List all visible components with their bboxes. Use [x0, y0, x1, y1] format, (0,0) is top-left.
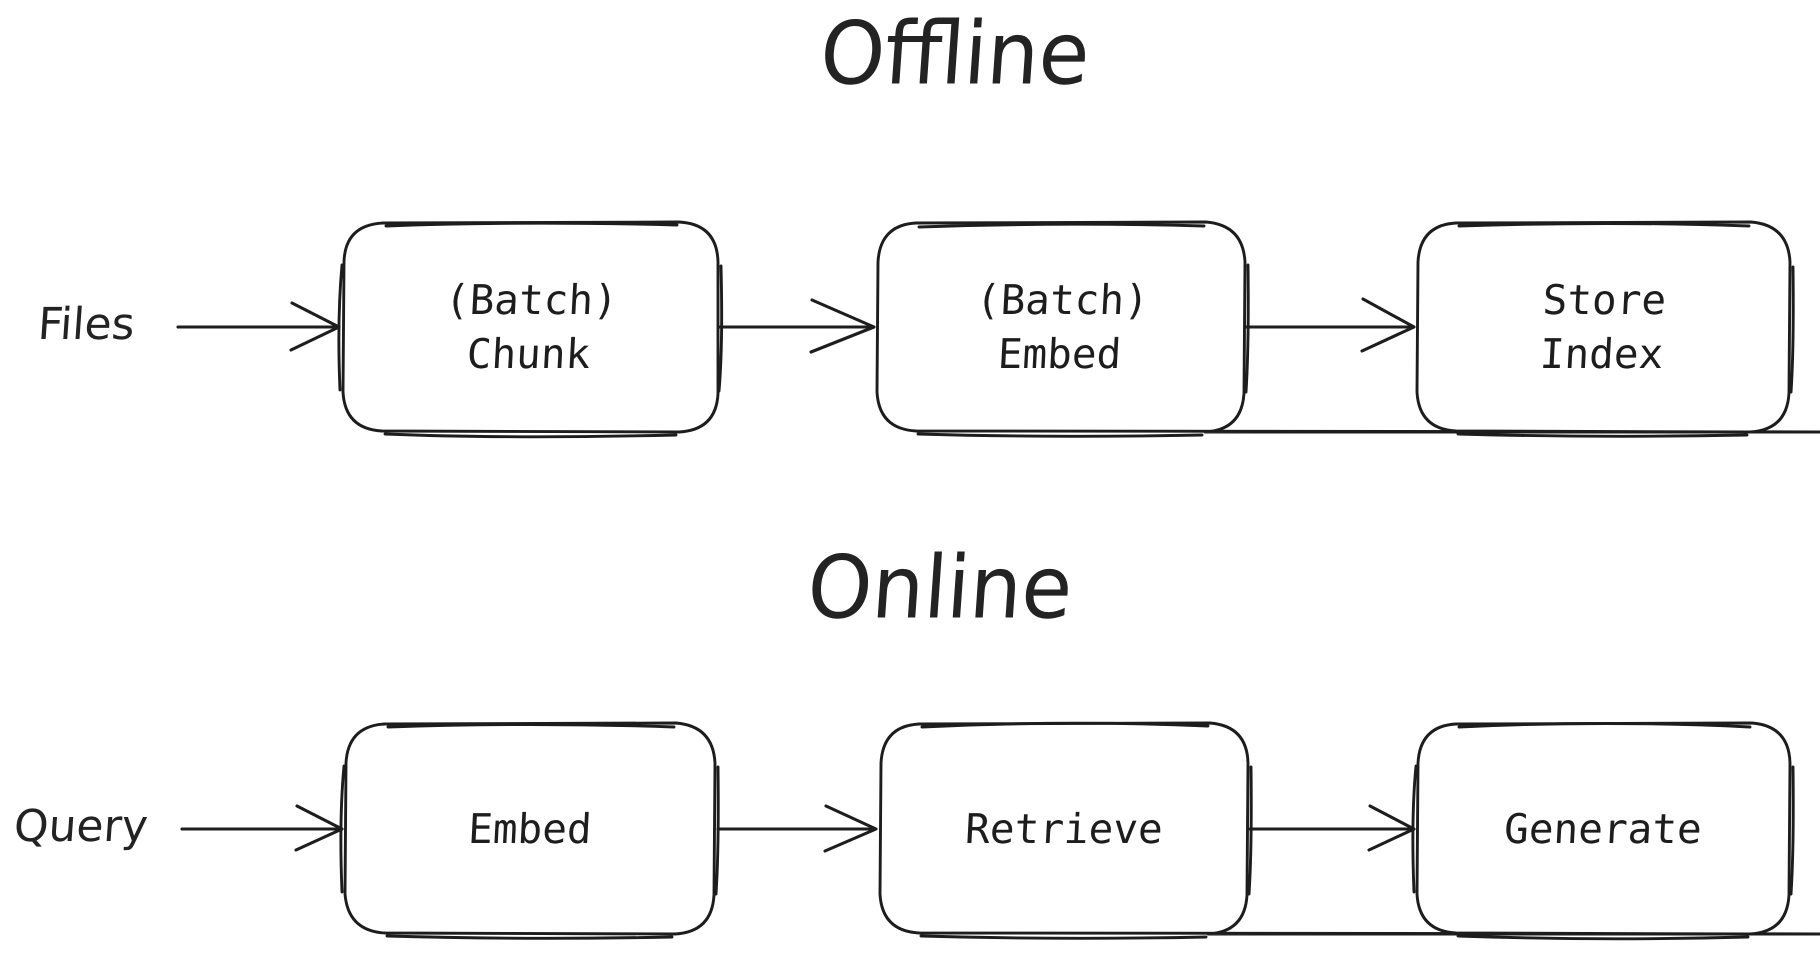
input-label-query: Query: [12, 801, 150, 852]
node-box-embed[interactable]: [339, 721, 720, 940]
node-box-store-index[interactable]: [1415, 220, 1795, 438]
node-box-batch-chunk[interactable]: [337, 220, 724, 439]
node-batch-embed[interactable]: [877, 222, 1245, 432]
section-title-offline: Offline: [817, 4, 1094, 105]
arrow-embed-to-retrieve: [716, 804, 878, 853]
section-title-online: Online: [804, 538, 1076, 639]
arrow-query-to-embed: [180, 804, 344, 852]
node-generate[interactable]: [1417, 723, 1790, 935]
input-label-files: Files: [36, 299, 137, 350]
node-store-index[interactable]: [1417, 222, 1790, 432]
arrow-chunk-to-embed: [718, 298, 876, 354]
node-retrieve[interactable]: [880, 723, 1248, 935]
arrow-embed-to-store: [1243, 297, 1416, 353]
arrow-files-to-chunk: [176, 301, 341, 352]
node-batch-chunk[interactable]: [343, 222, 718, 432]
node-box-generate[interactable]: [1411, 721, 1795, 941]
node-embed[interactable]: [345, 723, 715, 935]
arrow-retrieve-to-generate: [1248, 804, 1416, 852]
